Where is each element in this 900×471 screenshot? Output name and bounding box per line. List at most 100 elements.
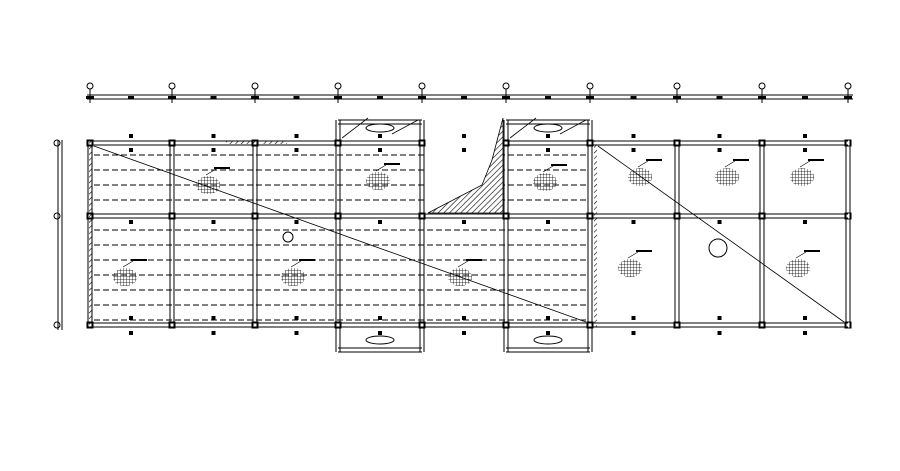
mesh-label [551, 164, 567, 166]
grid-axis-bubble-icon [53, 139, 61, 147]
beam-label [631, 331, 636, 335]
beam-label [462, 220, 466, 224]
grid-axis-bubble-icon [844, 82, 852, 90]
dimension-text [377, 96, 383, 99]
leader-line [122, 260, 134, 268]
dimension-mark [251, 96, 259, 99]
mesh-label [214, 167, 230, 169]
mesh-reinforcement-blob-icon [790, 168, 814, 186]
mesh-reinforcement-blob-icon [628, 168, 652, 186]
beam-label [294, 148, 299, 152]
beam-label [717, 148, 722, 152]
leader-line [724, 160, 736, 168]
column-node [168, 212, 176, 220]
grid-axis-bubble-icon [86, 82, 94, 90]
dimension-mark [86, 96, 94, 99]
mesh-label [733, 159, 749, 161]
mesh-reinforcement-blob-icon [786, 259, 810, 277]
dimension-mark [418, 96, 426, 99]
mesh-reinforcement-blob-icon [196, 176, 220, 194]
column-node [844, 212, 852, 220]
mesh-reinforcement-blob-icon [448, 268, 472, 286]
dimension-text [293, 96, 300, 99]
beam-label [294, 316, 299, 320]
leader-line [542, 165, 554, 173]
grid-axis-bubble-icon [418, 82, 426, 90]
wall-hatch [89, 141, 92, 327]
beam-label [803, 316, 807, 320]
mesh-reinforcement-blob-icon [533, 173, 557, 191]
grid-axis-bubble-icon [334, 82, 342, 90]
column-node [418, 321, 426, 329]
dimension-text [716, 96, 723, 99]
mesh-reinforcement-blob-icon [366, 172, 390, 190]
column-node [502, 139, 510, 147]
beam-label [129, 220, 133, 224]
mesh-label [384, 163, 400, 165]
column-node [758, 139, 766, 147]
leader-line [509, 117, 537, 139]
column-node [334, 212, 342, 220]
leader-line [627, 251, 639, 259]
beam-label [378, 148, 382, 152]
beam-label [631, 148, 636, 152]
grid-axis-bubble-icon [758, 82, 766, 90]
beam-label [294, 220, 299, 224]
section-mark-icon [533, 123, 563, 133]
mesh-reinforcement-blob-icon [715, 168, 739, 186]
column-node [86, 321, 94, 329]
beam-label [631, 220, 636, 224]
dimension-mark [334, 96, 342, 99]
leader-line [205, 168, 217, 176]
beam-label [546, 316, 550, 320]
grid-axis-bubble-icon [53, 321, 61, 329]
beam-label [546, 148, 550, 152]
mesh-label [808, 159, 824, 161]
column-node [758, 321, 766, 329]
grid-axis-bubble-icon [251, 82, 259, 90]
dimension-mark [586, 96, 594, 99]
leader-line [637, 160, 649, 168]
beam-label [211, 220, 216, 224]
column-node [758, 212, 766, 220]
section-mark-icon [708, 238, 728, 258]
column-node [334, 139, 342, 147]
dimension-mark [758, 96, 766, 99]
leader-line [290, 260, 302, 268]
leader-line [341, 117, 369, 139]
leader-line [795, 251, 807, 259]
leader-line [391, 119, 419, 135]
mesh-reinforcement-blob-icon [618, 259, 642, 277]
section-mark-icon [365, 335, 395, 345]
leader-line [559, 119, 587, 135]
beam-label [717, 220, 722, 224]
beam-label [546, 331, 550, 335]
beam-label [803, 134, 807, 138]
beam-label [378, 220, 382, 224]
mesh-reinforcement-blob-icon [281, 268, 305, 286]
mesh-reinforcement-blob-icon [113, 268, 137, 286]
beam-label [546, 220, 550, 224]
section-mark-icon [533, 335, 563, 345]
column-node [673, 139, 681, 147]
column-node [168, 139, 176, 147]
mesh-label [646, 159, 662, 161]
column-node [418, 139, 426, 147]
column-node [673, 321, 681, 329]
beam-label [378, 316, 382, 320]
grid-axis-bubble-icon [673, 82, 681, 90]
beam-label [129, 331, 133, 335]
dimension-text [545, 96, 551, 99]
dimension-mark [168, 96, 176, 99]
column-node [334, 321, 342, 329]
beam-label [129, 148, 133, 152]
column-node [844, 321, 852, 329]
beam-label [717, 134, 722, 138]
beam-label [462, 331, 466, 335]
beam-label [378, 134, 382, 138]
grid-axis-bubble-icon [502, 82, 510, 90]
leader-line [457, 260, 469, 268]
beam-label [717, 331, 722, 335]
dimension-text [461, 96, 467, 99]
dimension-mark [844, 96, 852, 99]
